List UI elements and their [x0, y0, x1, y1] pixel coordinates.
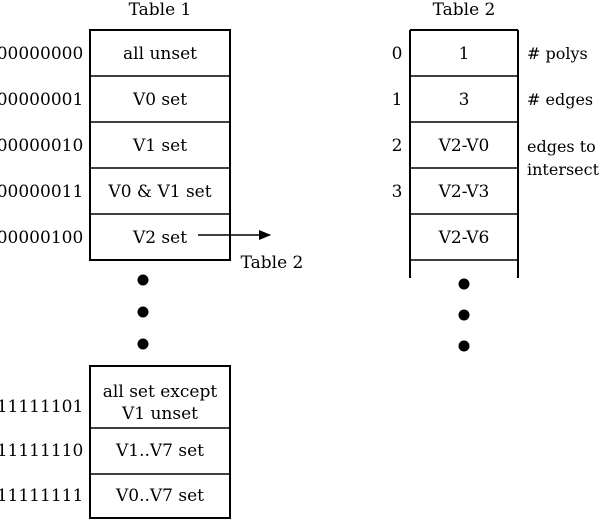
table1-cell: V1 unset [121, 404, 198, 424]
table1-row-code: 00000100 [0, 228, 83, 248]
table1-row-code: 00000001 [0, 90, 83, 110]
table2-title: Table 2 [433, 0, 496, 20]
table1-row-code: 11111110 [0, 441, 83, 461]
table1-bottom-box [89, 365, 231, 519]
table2-row-index: 0 [392, 44, 403, 64]
ellipsis-dot [458, 309, 470, 321]
table1-title: Table 1 [129, 0, 192, 20]
table2-cell: V2-V0 [438, 136, 490, 156]
table1-row-code: 11111101 [0, 397, 83, 417]
ellipsis-dot [137, 338, 149, 350]
ellipsis-dot [137, 306, 149, 318]
table2-cell: 1 [459, 44, 470, 64]
table2: Table 2 0 1 2 3 1 3 V2-V0 V2-V3 V2-V6 # … [392, 0, 600, 352]
table1-cell: V0..V7 set [115, 486, 204, 506]
table1-cell: V2 set [132, 228, 187, 248]
table2-cell: 3 [459, 90, 470, 110]
table1-cell: all set except [103, 382, 218, 402]
table2-row-index: 2 [392, 136, 403, 156]
table1-top-box [89, 29, 231, 261]
pointer-label: Table 2 [241, 253, 304, 273]
table2-cell: V2-V6 [438, 228, 490, 248]
table1-cell: all unset [123, 44, 197, 64]
table1-cell: V1 set [132, 136, 187, 156]
table2-row-index: 1 [392, 90, 403, 110]
table1-cell: V1..V7 set [115, 441, 204, 461]
table1-row-code: 00000000 [0, 44, 83, 64]
table1-row-code: 00000010 [0, 136, 83, 156]
ellipsis-dot [458, 340, 470, 352]
table1-cell: V0 & V1 set [107, 182, 211, 202]
table1-row-code: 00000011 [0, 182, 83, 202]
ellipsis-dot [137, 274, 149, 286]
table2-annotation-edges: # edges [527, 90, 593, 109]
table2-cell: V2-V3 [438, 182, 490, 202]
ellipsis-dot [458, 278, 470, 290]
table1-cell: V0 set [132, 90, 187, 110]
table2-annotation-intersect: edges to [527, 137, 596, 156]
table2-annotation-polys: # polys [527, 44, 588, 63]
table1-row-code: 11111111 [0, 486, 83, 506]
table2-annotation-intersect: intersect [527, 160, 600, 179]
table1: Table 1 00000000 00000001 00000010 00000… [0, 0, 304, 519]
table2-row-index: 3 [392, 182, 403, 202]
